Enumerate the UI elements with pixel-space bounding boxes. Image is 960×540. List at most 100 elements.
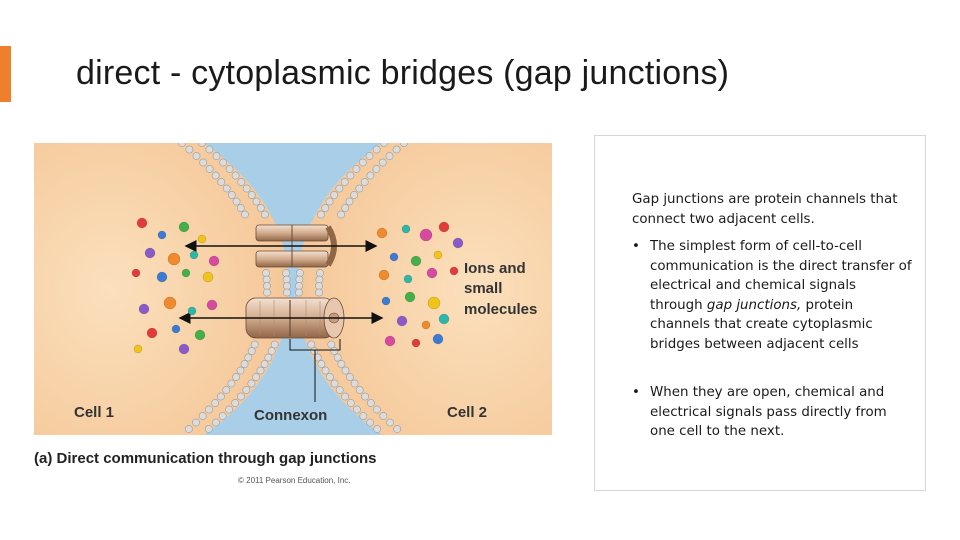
lipid-head	[359, 412, 368, 420]
molecule-dot	[433, 250, 443, 260]
lipid-head	[256, 366, 265, 375]
lipid-head	[355, 184, 364, 193]
lipid-head	[400, 143, 408, 147]
lipid-head	[386, 418, 394, 427]
lipid-head	[247, 347, 256, 355]
molecule-dot	[403, 274, 413, 284]
description-text-box: Gap junctions are protein channels that …	[594, 135, 926, 491]
bullet1-text-b: protein channels that create cytoplasmic…	[650, 297, 873, 352]
lipid-head	[307, 340, 316, 349]
lipid-head	[225, 165, 234, 173]
molecule-dot	[131, 268, 141, 278]
molecule-dot	[411, 338, 421, 348]
lipid-head	[345, 197, 354, 206]
lipid-head	[341, 392, 349, 401]
figure-copyright: © 2011 Pearson Education, Inc.	[238, 476, 351, 485]
lipid-head	[191, 418, 200, 427]
lipid-head	[283, 282, 291, 290]
lipid-head	[282, 275, 291, 284]
lipid-head	[232, 373, 240, 381]
cell2-cytoplasm	[297, 143, 552, 435]
molecule-dot	[421, 320, 431, 330]
lipid-head	[317, 360, 326, 368]
molecule-dot	[449, 266, 459, 276]
molecule-dot	[156, 271, 168, 283]
lipid-head	[198, 412, 207, 420]
lipid-head	[335, 184, 344, 193]
molecule-dot	[187, 306, 197, 316]
lipid-head	[263, 282, 271, 290]
lipid-head	[325, 197, 334, 206]
molecule-dot	[404, 291, 416, 303]
lipid-head	[205, 405, 213, 414]
lipid-head	[360, 178, 369, 186]
lipid-head	[373, 425, 382, 433]
molecule-dot	[144, 247, 156, 259]
lipid-head	[267, 347, 276, 355]
intro-paragraph: Gap junctions are protein channels that …	[632, 190, 912, 229]
molecule-dot	[194, 329, 206, 341]
molecules-label: molecules	[464, 301, 537, 318]
lipid-head	[337, 210, 345, 219]
lipid-head	[283, 288, 291, 297]
molecule-dot	[202, 271, 214, 283]
lipid-head	[350, 191, 359, 199]
lipid-head	[330, 347, 339, 355]
lipid-head	[217, 178, 226, 186]
connexon-label: Connexon	[254, 407, 327, 424]
bullet-marker: •	[632, 239, 640, 254]
molecule-dot	[381, 296, 391, 306]
lipid-head	[211, 418, 220, 427]
lipid-head	[315, 275, 324, 284]
molecule-dot	[396, 315, 408, 327]
lipid-head	[385, 152, 394, 160]
lipid-head	[236, 392, 245, 401]
lipid-head	[192, 152, 201, 160]
lipid-head	[346, 399, 355, 407]
bullet1-italic-term: gap junctions,	[706, 297, 802, 313]
lipid-head	[366, 399, 375, 407]
lipid-head	[372, 405, 381, 414]
molecule-dot	[197, 234, 207, 244]
molecule-dot	[138, 303, 150, 315]
lipid-head	[321, 366, 330, 375]
lipid-head	[340, 178, 349, 186]
lipid-head	[240, 210, 249, 219]
molecule-dot	[452, 237, 464, 249]
lipid-head	[295, 275, 304, 284]
lipid-head	[365, 152, 374, 160]
lipid-head	[260, 360, 269, 368]
molecule-dot	[133, 344, 143, 354]
lipid-head	[185, 145, 194, 154]
lipid-head	[366, 171, 375, 180]
lipid-head	[219, 158, 228, 167]
molecule-dot	[163, 296, 177, 310]
lipid-head	[184, 425, 193, 433]
lipid-head	[341, 204, 350, 212]
bullet-item: •When they are open, chemical and electr…	[632, 383, 912, 442]
bullet-item: • The simplest form of cell-to-cell commu…	[632, 237, 912, 354]
molecule-dot	[389, 252, 399, 262]
lipid-head	[205, 165, 214, 173]
lipid-head	[256, 204, 265, 212]
lipid-head	[366, 418, 374, 427]
lipid-head	[355, 386, 364, 394]
lipid-head	[337, 360, 346, 368]
lipid-head	[205, 145, 214, 154]
gap-junction-figure: Ions and small molecules Cell 1 Cell 2 C…	[34, 143, 552, 435]
lipid-head	[282, 269, 290, 277]
lipid-head	[372, 165, 381, 173]
lipid-head	[346, 171, 355, 180]
lipid-head	[350, 379, 359, 388]
bullet1-text-a: The simplest form of cell-to-cell commun…	[650, 239, 912, 313]
ions-label: Ions and	[464, 260, 526, 277]
slide-title: direct - cytoplasmic bridges (gap juncti…	[76, 54, 730, 92]
molecule-dot	[438, 221, 450, 233]
molecule-dot	[376, 227, 388, 239]
molecule-dot	[378, 269, 390, 281]
molecule-dot	[189, 250, 199, 260]
lipid-head	[237, 178, 246, 186]
lipid-head	[232, 197, 241, 206]
lipid-head	[295, 288, 303, 297]
lipid-head	[252, 373, 260, 381]
